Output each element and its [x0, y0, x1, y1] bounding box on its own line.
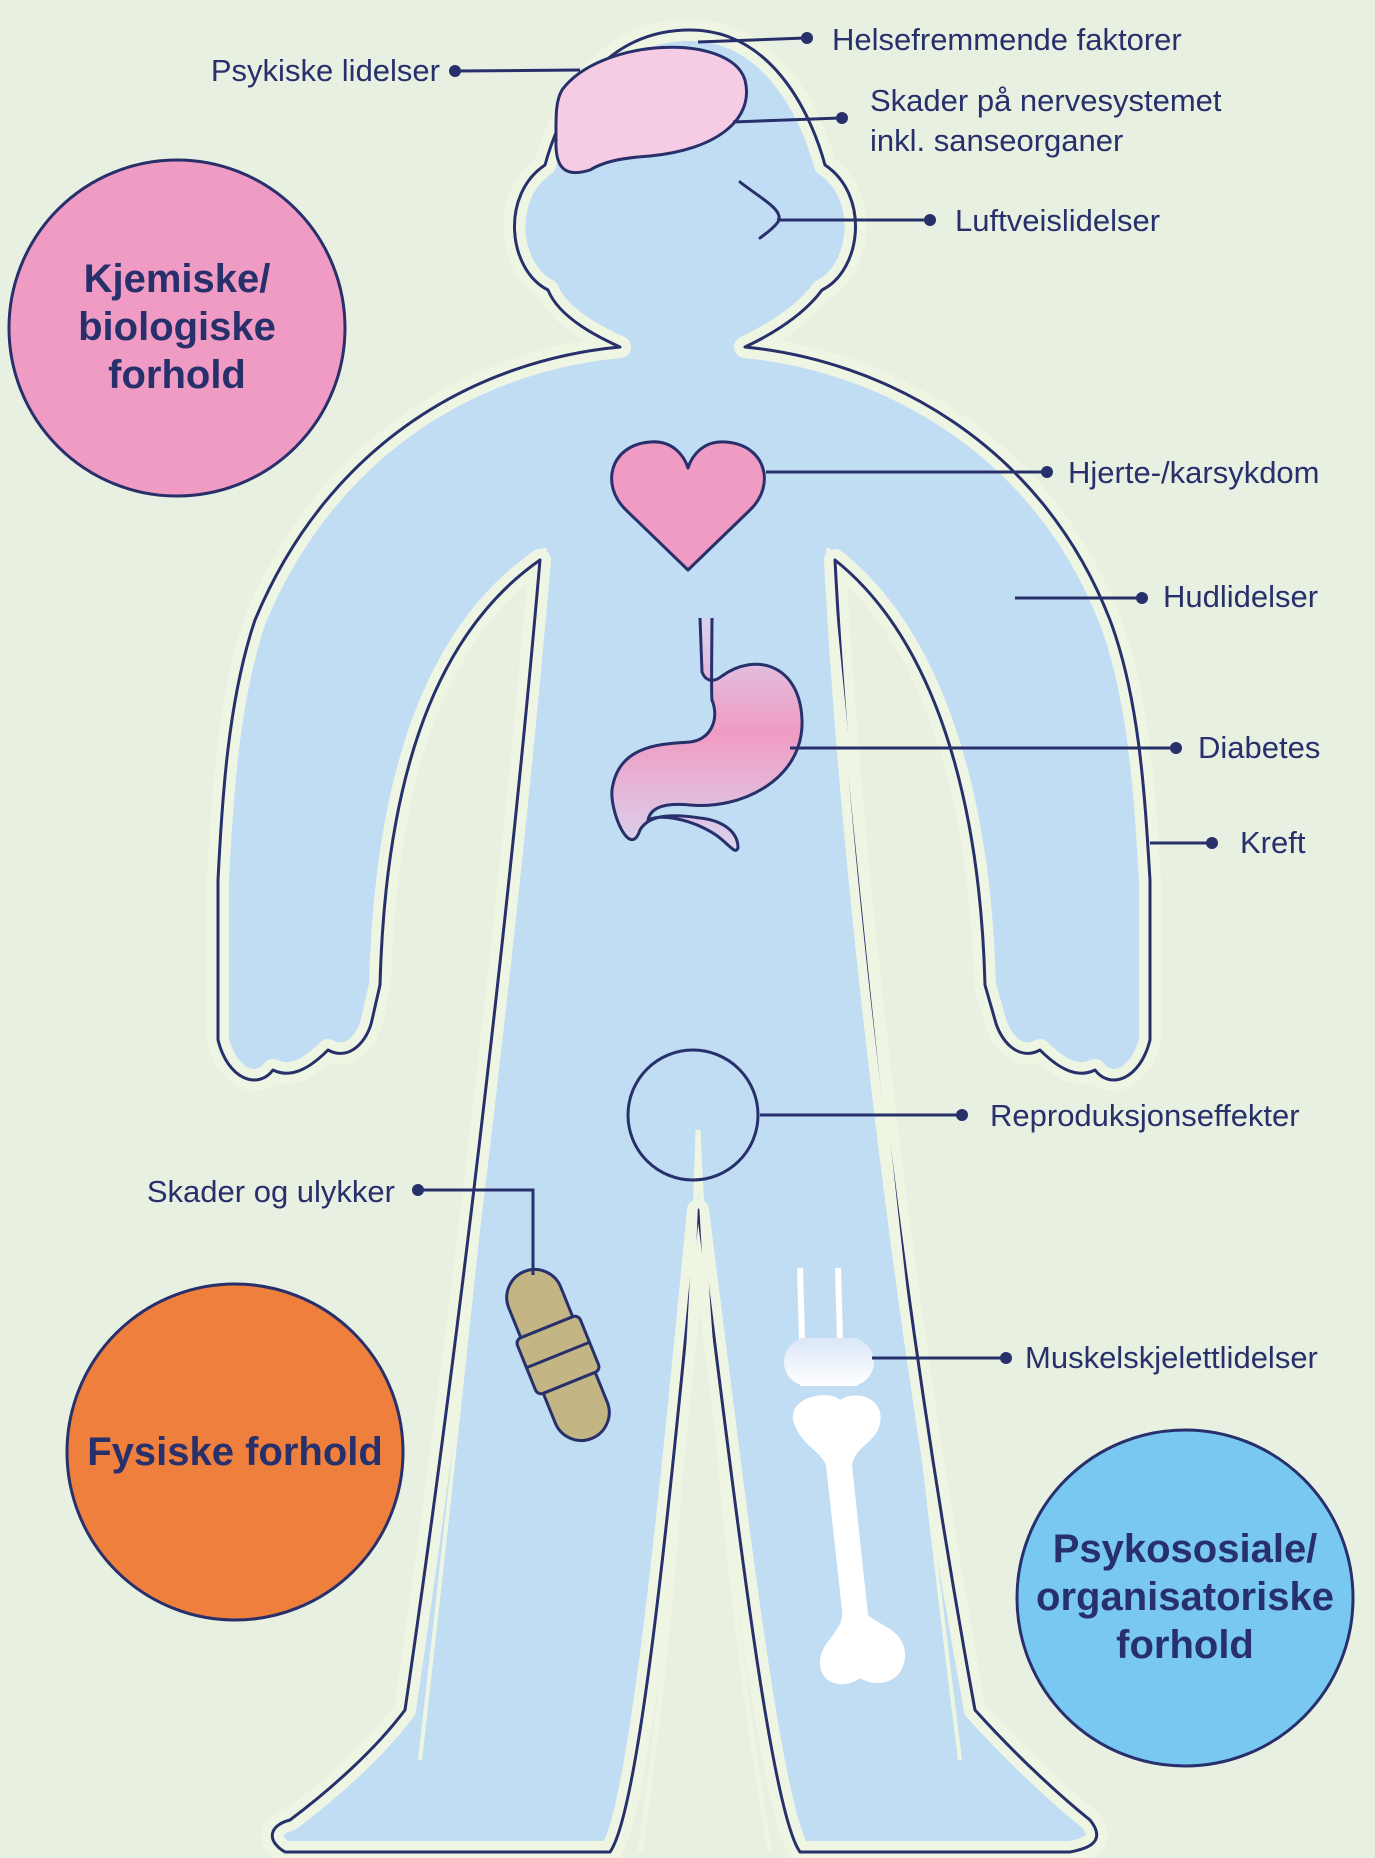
- circle-kjemiske-biologiske: Kjemiske/ biologiske forhold: [9, 160, 345, 496]
- body-silhouette: [218, 30, 1150, 1852]
- circle-psykososiale-line2: organisatoriske: [1036, 1575, 1334, 1619]
- circle-fysiske-forhold: Fysiske forhold: [67, 1284, 403, 1620]
- label-helsefremmende-faktorer: Helsefremmende faktorer: [832, 22, 1182, 57]
- leader-psykiske: [455, 70, 580, 71]
- circle-kjemiske-line3: forhold: [108, 353, 246, 397]
- label-diabetes: Diabetes: [1198, 730, 1320, 765]
- human-body-figure: [218, 30, 1150, 1852]
- circle-psykososiale-organisatoriske: Psykososiale/ organisatoriske forhold: [1017, 1430, 1353, 1766]
- label-reproduksjonseffekter: Reproduksjonseffekter: [990, 1098, 1300, 1133]
- label-nervesystemet-line1: Skader på nervesystemet: [870, 83, 1222, 118]
- label-skader-og-ulykker: Skader og ulykker: [147, 1174, 395, 1209]
- circle-kjemiske-line2: biologiske: [78, 305, 276, 349]
- circle-kjemiske-line1: Kjemiske/: [84, 257, 271, 301]
- label-luftveislidelser: Luftveislidelser: [955, 203, 1160, 238]
- label-kreft: Kreft: [1240, 825, 1306, 860]
- circle-fysiske-line1: Fysiske forhold: [87, 1430, 383, 1474]
- label-muskelskjelettlidelser: Muskelskjelettlidelser: [1025, 1340, 1318, 1375]
- label-hjerte-karsykdom: Hjerte-/karsykdom: [1068, 455, 1320, 490]
- label-psykiske-lidelser: Psykiske lidelser: [211, 53, 440, 88]
- label-nervesystemet-line2: inkl. sanseorganer: [870, 123, 1123, 158]
- circle-psykososiale-line3: forhold: [1116, 1623, 1254, 1667]
- label-hudlidelser: Hudlidelser: [1163, 579, 1318, 614]
- circle-psykososiale-line1: Psykososiale/: [1053, 1527, 1318, 1571]
